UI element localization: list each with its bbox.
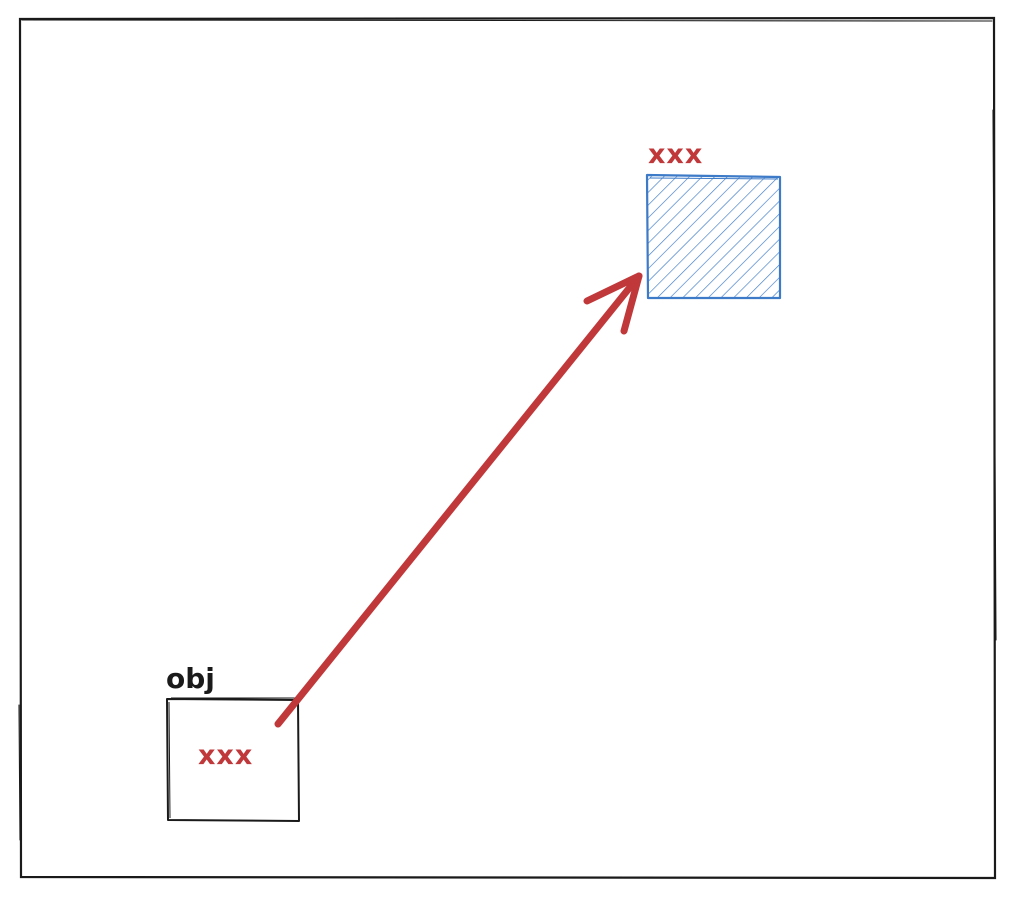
target-box: xxx — [645, 139, 782, 300]
target-box-label: xxx — [648, 139, 703, 170]
outer-frame — [18, 16, 997, 880]
source-box-outline — [166, 698, 300, 822]
arrow-head — [583, 272, 643, 335]
source-box-content: xxx — [198, 740, 253, 771]
target-box-outline — [645, 173, 782, 300]
target-box-fill — [648, 176, 780, 298]
source-box-label: obj — [166, 662, 215, 695]
arrow-shaft — [274, 272, 643, 728]
connector-arrow — [274, 272, 643, 728]
source-box: obj xxx — [166, 662, 300, 822]
